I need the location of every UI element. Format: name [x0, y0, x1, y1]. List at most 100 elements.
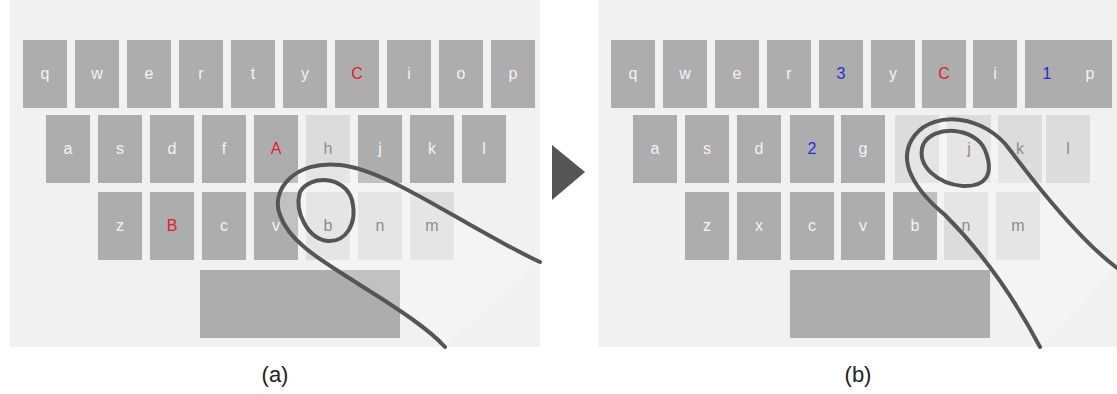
key-letter: c [220, 218, 228, 234]
finger-outline [278, 164, 540, 347]
key-letter: k [1016, 141, 1024, 157]
keyboard-key: q [23, 40, 67, 108]
key-letter: l [482, 141, 486, 157]
panel-label-text: (b) [845, 362, 872, 387]
key-letter: b [911, 218, 920, 234]
key-letter: x [755, 218, 763, 234]
keyboard-key: y [283, 40, 327, 108]
key-letter: v [272, 218, 280, 234]
keyboard-key: r [767, 40, 811, 108]
keyboard-key: B [150, 192, 194, 260]
key-letter: m [425, 218, 438, 234]
keyboard-key: f [202, 115, 246, 183]
finger-nail [299, 180, 354, 241]
keyboard-key: s [685, 115, 729, 183]
key-letter: p [509, 66, 518, 82]
key-letter: y [301, 66, 309, 82]
keyboard-key: A [254, 115, 298, 183]
keyboard-key: z [685, 192, 729, 260]
key-letter: B [167, 218, 178, 234]
key-letter: i [407, 66, 411, 82]
key-letter: q [629, 66, 638, 82]
key-letter: s [116, 141, 124, 157]
keyboard-key: e [715, 40, 759, 108]
key-letter: g [859, 141, 868, 157]
keyboard-key: i [973, 40, 1017, 108]
key-letter: r [786, 66, 791, 82]
key-letter: z [116, 218, 124, 234]
key-letter: v [859, 218, 867, 234]
key-letter: C [351, 66, 363, 82]
keyboard-panel [598, 0, 1117, 347]
key-letter: 2 [808, 141, 817, 157]
key-letter: n [962, 218, 971, 234]
key-letter: l [1066, 141, 1070, 157]
keyboard-key: C [922, 40, 966, 108]
keyboard-key: x [737, 192, 781, 260]
keyboard-key: y [871, 40, 915, 108]
key-letter: n [376, 218, 385, 234]
keyboard-key: c [202, 192, 246, 260]
key-letter: 1 [1043, 66, 1052, 82]
keyboard-key: t [231, 40, 275, 108]
keyboard-key: d [737, 115, 781, 183]
key-letter: e [733, 66, 742, 82]
key-letter: j [967, 141, 971, 157]
key-letter: w [679, 66, 691, 82]
panel-label: (b) [845, 362, 872, 388]
key-letter: s [703, 141, 711, 157]
arrow-triangle [552, 145, 585, 200]
keyboard-key: c [790, 192, 834, 260]
keyboard-panel [10, 0, 540, 347]
key-letter: a [651, 141, 660, 157]
key-letter: y [889, 66, 897, 82]
keyboard-key: w [75, 40, 119, 108]
keyboard-key: s [98, 115, 142, 183]
keyboard-key: p [1068, 40, 1112, 108]
keyboard-key: 3 [819, 40, 863, 108]
keyboard-key: a [46, 115, 90, 183]
key-letter: e [145, 66, 154, 82]
key-letter: k [428, 141, 436, 157]
key-letter: q [41, 66, 50, 82]
keyboard-key: 1 [1025, 40, 1069, 108]
keyboard-key: g [841, 115, 885, 183]
key-letter: h [324, 141, 333, 157]
key-letter: f [222, 141, 226, 157]
key-letter: t [251, 66, 255, 82]
keyboard-key: l [1046, 115, 1090, 183]
keyboard-key: e [127, 40, 171, 108]
key-letter: a [64, 141, 73, 157]
key-letter: i [993, 66, 997, 82]
keyboard-key: a [633, 115, 677, 183]
finger-nail [922, 131, 989, 186]
keyboard-key: o [439, 40, 483, 108]
keyboard-key: p [491, 40, 535, 108]
keyboard-key: z [98, 192, 142, 260]
key-letter: d [755, 141, 764, 157]
key-letter: p [1086, 66, 1095, 82]
keyboard-key: v [841, 192, 885, 260]
key-letter: C [938, 66, 950, 82]
key-letter: 3 [837, 66, 846, 82]
space-bar [790, 270, 990, 338]
key-letter: A [271, 141, 282, 157]
key-letter: d [168, 141, 177, 157]
key-letter: z [703, 218, 711, 234]
keyboard-key: 2 [790, 115, 834, 183]
key-letter: o [457, 66, 466, 82]
keyboard-key: r [179, 40, 223, 108]
panel-label: (a) [262, 362, 289, 388]
key-letter: r [198, 66, 203, 82]
keyboard-key: i [387, 40, 431, 108]
keyboard-key: d [150, 115, 194, 183]
key-letter: w [91, 66, 103, 82]
panel-label-text: (a) [262, 362, 289, 387]
key-letter: m [1011, 218, 1024, 234]
finger-outline [907, 119, 1117, 347]
key-letter: c [808, 218, 816, 234]
key-letter: b [324, 218, 333, 234]
key-letter: j [378, 141, 382, 157]
keyboard-key: w [663, 40, 707, 108]
